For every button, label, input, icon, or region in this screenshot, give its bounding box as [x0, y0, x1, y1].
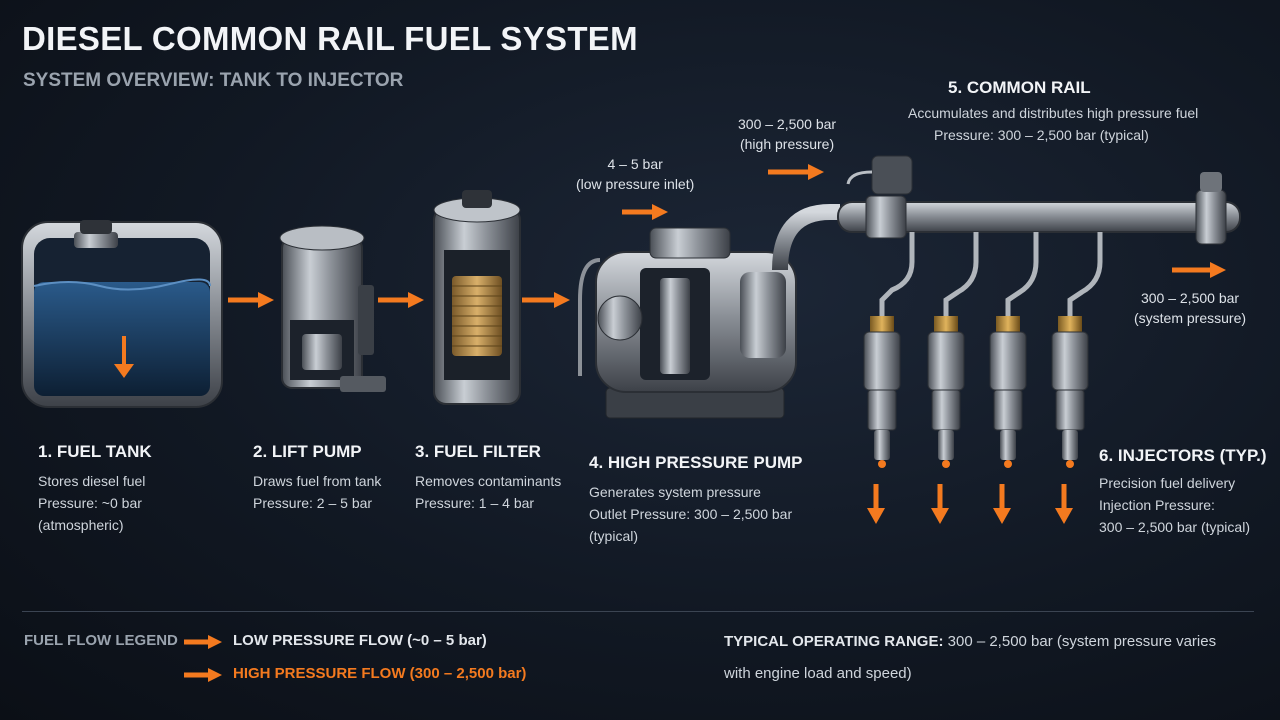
legend-high-pressure: HIGH PRESSURE FLOW (300 – 2,500 bar): [233, 665, 527, 682]
system-pressure-label: 300 – 2,500 bar (system pressure): [1134, 288, 1246, 328]
component-title: 4. HIGH PRESSURE PUMP: [589, 453, 803, 472]
high-out-note: (high pressure): [739, 136, 835, 152]
system-pressure-note: (system pressure): [1134, 310, 1247, 326]
component-title: 3. FUEL FILTER: [415, 442, 541, 461]
system-pressure-value: 300 – 2,500 bar: [1140, 290, 1240, 306]
common-rail-graphic: [837, 155, 1241, 245]
page-subtitle: SYSTEM OVERVIEW: TANK TO INJECTOR: [23, 70, 404, 91]
flow-arrow-lift-to-filter: [378, 292, 424, 308]
injector-spray-arrow-2: [931, 484, 949, 524]
page-title: DIESEL COMMON RAIL FUEL SYSTEM: [22, 20, 638, 57]
component-line: (atmospheric): [38, 517, 124, 533]
component-fuel-tank: 1. FUEL TANK Stores diesel fuel Pressure…: [38, 442, 152, 536]
injector-spray-arrow-4: [1055, 484, 1073, 524]
component-line: Injection Pressure:: [1099, 497, 1215, 513]
flow-arrow-system: [1172, 262, 1226, 278]
operating-range-label: TYPICAL OPERATING RANGE:: [724, 633, 944, 650]
component-line: Pressure: 1 – 4 bar: [415, 495, 535, 511]
injector-spray-arrow-1: [867, 484, 885, 524]
injector-spray-arrow-3: [993, 484, 1011, 524]
component-line: Removes contaminants: [415, 473, 562, 489]
high-out-label: 300 – 2,500 bar (high pressure): [738, 114, 836, 154]
injectors-graphic: [863, 232, 1103, 468]
component-line: Pressure: 2 – 5 bar: [253, 495, 373, 511]
operating-range-text-1: 300 – 2,500 bar (system pressure varies: [947, 633, 1217, 650]
component-line: Draws fuel from tank: [253, 473, 382, 489]
legend-low-arrow-icon: [184, 635, 222, 649]
component-common-rail: 5. COMMON RAIL Accumulates and distribut…: [908, 78, 1198, 146]
component-line: (typical): [589, 528, 639, 544]
component-line: Generates system pressure: [589, 484, 761, 500]
operating-range-text-2: with engine load and speed): [724, 665, 912, 682]
legend-high-arrow-icon: [184, 668, 222, 682]
legend-low-pressure: LOW PRESSURE FLOW (~0 – 5 bar): [233, 632, 487, 649]
flow-arrow-high-out: [768, 164, 824, 180]
component-title: 5. COMMON RAIL: [948, 78, 1091, 97]
high-out-value: 300 – 2,500 bar: [738, 116, 837, 132]
component-line: Stores diesel fuel: [38, 473, 146, 489]
component-line: Pressure: 300 – 2,500 bar (typical): [934, 127, 1149, 143]
flow-arrow-filter-to-pump: [522, 292, 570, 308]
component-line: Outlet Pressure: 300 – 2,500 bar: [589, 506, 793, 522]
component-fuel-filter: 3. FUEL FILTER Removes contaminants Pres…: [415, 442, 561, 514]
component-line: Accumulates and distributes high pressur…: [908, 105, 1199, 121]
component-lift-pump: 2. LIFT PUMP Draws fuel from tank Pressu…: [253, 442, 381, 514]
component-line: 300 – 2,500 bar (typical): [1099, 519, 1250, 535]
fuel-filter-graphic: [433, 190, 521, 405]
legend-title: FUEL FLOW LEGEND: [24, 632, 178, 649]
low-inlet-note: (low pressure inlet): [576, 176, 695, 192]
operating-range-note: TYPICAL OPERATING RANGE: 300 – 2,500 bar…: [724, 632, 1216, 684]
lift-pump-graphic: [279, 225, 386, 392]
high-pressure-pump-graphic: [595, 227, 797, 419]
component-title: 1. FUEL TANK: [38, 442, 152, 461]
flow-arrow-low-inlet: [622, 204, 668, 220]
component-high-pressure-pump: 4. HIGH PRESSURE PUMP Generates system p…: [589, 453, 803, 547]
low-inlet-value: 4 – 5 bar: [607, 156, 663, 172]
component-line: Precision fuel delivery: [1099, 475, 1236, 491]
legend-divider: [22, 611, 1254, 612]
low-inlet-label: 4 – 5 bar (low pressure inlet): [576, 154, 694, 194]
fuel-tank-graphic: [21, 220, 223, 408]
flow-arrow-tank-to-lift: [228, 292, 274, 308]
component-title: 2. LIFT PUMP: [253, 442, 362, 461]
component-line: Pressure: ~0 bar: [38, 495, 142, 511]
component-injectors: 6. INJECTORS (TYP.) Precision fuel deliv…: [1099, 446, 1267, 538]
component-title: 6. INJECTORS (TYP.): [1099, 446, 1267, 465]
